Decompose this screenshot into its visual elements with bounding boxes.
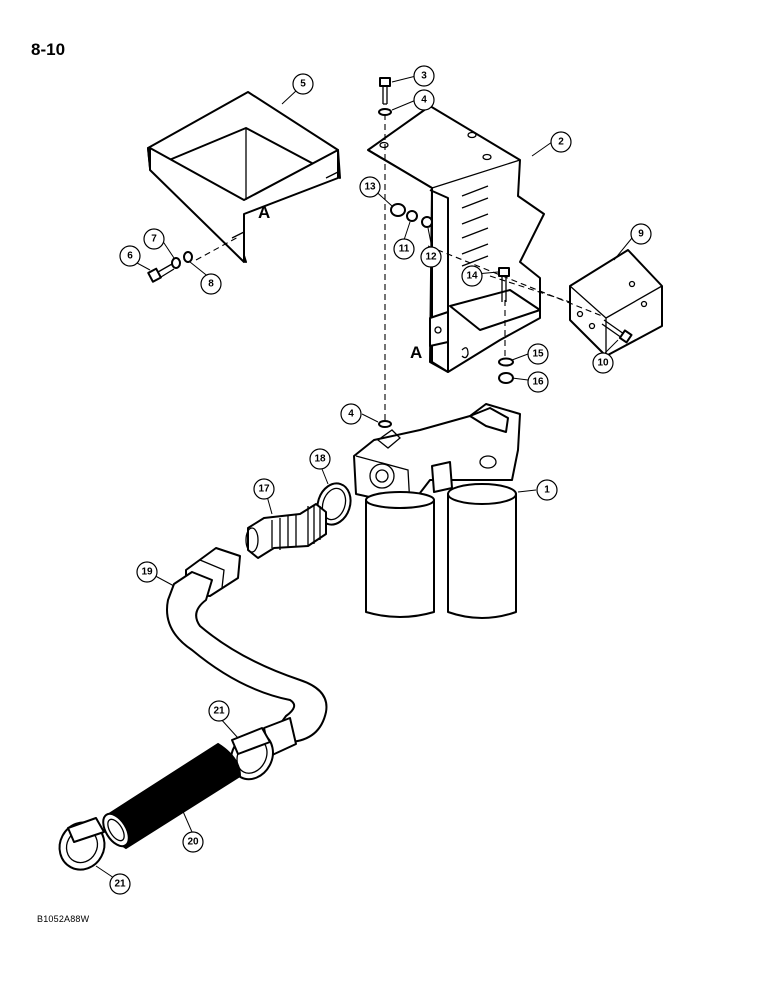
svg-text:19: 19 [141,567,153,578]
svg-text:15: 15 [532,349,544,360]
callout-15: 15 [527,343,549,365]
svg-text:18: 18 [314,454,326,465]
callout-6: 6 [119,245,141,267]
shield-guard-part [147,91,341,263]
page-number: 8-10 [31,40,66,59]
corrugated-tube-part [102,742,242,850]
callout-12: 12 [420,246,442,268]
svg-text:21: 21 [213,706,225,717]
bolt-washer-group [147,251,193,283]
hose-clamp-upper-part [230,727,274,781]
washer-lower-part [378,420,392,428]
svg-text:6: 6 [127,251,133,262]
svg-text:17: 17 [258,484,270,495]
svg-text:13: 13 [364,182,376,193]
reference-letter-a-left: A [258,203,270,222]
washer-part [378,108,392,116]
callout-18: 18 [309,448,331,470]
callout-10: 10 [592,352,614,374]
hose-clamp-lower-part [58,817,106,871]
hose-part [166,547,328,757]
callout-11: 11 [393,238,415,260]
callout-21-lower: 21 [109,873,131,895]
svg-text:10: 10 [597,358,609,369]
svg-text:21: 21 [114,879,126,890]
callout-14: 14 [461,265,483,287]
svg-text:3: 3 [421,71,427,82]
washer-15-part [498,357,514,367]
adapter-fitting-part [245,503,327,559]
callout-5: 5 [292,73,314,95]
callout-20: 20 [182,831,204,853]
callout-7: 7 [143,228,165,250]
callout-17: 17 [253,478,275,500]
mounting-bracket-part [367,105,545,373]
callout-2: 2 [550,131,572,153]
svg-text:4: 4 [421,95,427,106]
callout-16: 16 [527,371,549,393]
callout-1: 1 [536,479,558,501]
bolt-10-part [601,319,633,344]
bolt-14-part [498,267,510,302]
figure-code: B1052A88W [37,914,90,924]
callout-4-lower: 4 [340,403,362,425]
bolt-part [379,77,391,105]
svg-text:2: 2 [558,137,564,148]
svg-text:11: 11 [399,244,410,255]
svg-text:9: 9 [638,229,644,240]
svg-text:7: 7 [151,234,157,245]
callout-19: 19 [136,561,158,583]
callout-13: 13 [359,176,381,198]
nut-16-part [498,372,514,384]
callout-21-upper: 21 [208,700,230,722]
reference-letter-a-bracket: A [410,343,422,362]
svg-text:20: 20 [187,837,199,848]
callout-8: 8 [200,273,222,295]
svg-text:12: 12 [425,252,437,263]
callout-4-upper: 4 [413,89,435,111]
svg-text:8: 8 [208,279,214,290]
svg-text:1: 1 [544,485,550,496]
callout-9: 9 [630,223,652,245]
svg-text:5: 5 [300,79,306,90]
svg-text:16: 16 [532,377,544,388]
svg-text:14: 14 [466,271,478,282]
angle-bracket-part [569,249,663,357]
svg-text:4: 4 [348,409,354,420]
filter-assembly-part [353,403,521,619]
nut-washer-group [390,203,433,228]
callout-3: 3 [413,65,435,87]
